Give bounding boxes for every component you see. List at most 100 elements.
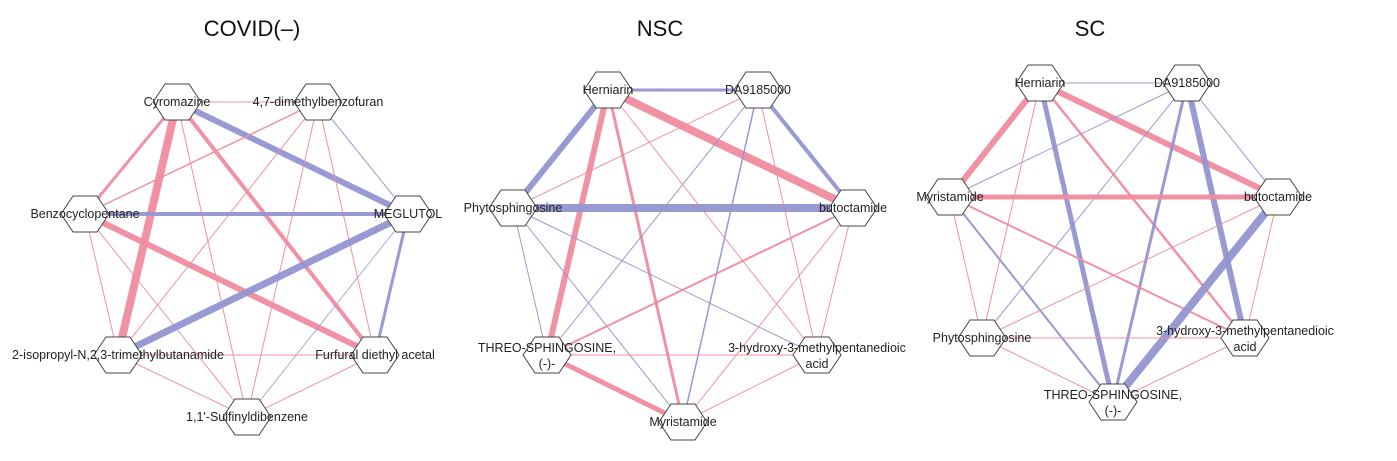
edge-positive [682, 207, 854, 423]
node-label-line: 4,7-dimethylbenzofuran [253, 95, 384, 109]
edge-positive [176, 101, 248, 418]
edge-positive [981, 196, 1279, 339]
node-label-line: 3-hydroxy-3-methylpentanedioic [1156, 324, 1334, 338]
node-label-line: Furfural diethyl acetal [315, 348, 435, 362]
node-hexagon[interactable] [293, 83, 343, 121]
edge-negative [949, 82, 1188, 198]
node-label: Herniarin [1015, 76, 1066, 90]
edges [947, 80, 1282, 405]
node-label: 4,7-dimethylbenzofuran [253, 95, 384, 109]
node-label: Furfural diethyl acetal [315, 348, 435, 362]
edge-positive [682, 354, 818, 423]
edge-positive [546, 207, 854, 356]
edge-positive [545, 352, 685, 425]
node-hexagon[interactable] [1162, 64, 1212, 102]
node-hexagon[interactable] [383, 195, 433, 233]
edge-positive [84, 213, 119, 356]
node-label-line: (-)- [539, 357, 556, 371]
node-label-line: 1,1'-Sulfinyldibenzene [186, 410, 308, 424]
node-label-line: acid [806, 357, 829, 371]
edge-negative [981, 82, 1188, 339]
network-panel-0: Cyromazine 4,7-dimethylbenzofuranBenzocyc… [12, 83, 443, 436]
edge-positive [83, 211, 377, 358]
node-label-line: Myristamide [649, 415, 716, 429]
edge-positive [1038, 80, 1280, 200]
panel-title-covid-negative: COVID(–) [203, 16, 301, 41]
node-label: 1,1'-Sulfinyldibenzene [186, 410, 308, 424]
node-label: butoctamide [819, 201, 887, 215]
node-label-line: (-)- [1105, 404, 1122, 418]
node-label-line: Myristamide [916, 190, 983, 204]
node-hexagon[interactable] [792, 336, 842, 374]
node-hexagon[interactable] [733, 71, 783, 109]
edge-positive [117, 354, 248, 418]
edge-positive [949, 196, 1246, 339]
node-label-line: Herniarin [583, 83, 634, 97]
node-label-line: Phytosphingosine [464, 201, 563, 215]
node-hexagon[interactable] [1088, 383, 1138, 421]
edge-negative [949, 196, 1114, 403]
node-label: Myristamide [649, 415, 716, 429]
edge-negative [1186, 82, 1279, 198]
edge-positive [84, 101, 319, 215]
edge-positive [947, 81, 1043, 199]
edge-negative [756, 88, 855, 210]
edges [510, 86, 855, 425]
node-label-line: 3-hydroxy-3-methylpentanedioic [728, 341, 906, 355]
node-label: 2-isopropyl-N,2,3-trimethylbutanamide [12, 348, 224, 362]
node-label: butoctamide [1244, 190, 1312, 204]
node-label: THREO-SPHINGOSINE,(-)- [1044, 388, 1182, 418]
node-hexagon[interactable] [60, 195, 110, 233]
panel-title-nsc: NSC [636, 16, 684, 41]
node-hexagon[interactable] [488, 189, 538, 227]
edge-positive [607, 89, 818, 356]
edge-negative [1109, 194, 1282, 405]
panel-title-sc: SC [1074, 16, 1106, 41]
edge-positive [757, 89, 818, 356]
edge-negative [317, 101, 409, 215]
node-hexagon[interactable] [957, 319, 1007, 357]
node-label: Phytosphingosine [933, 331, 1032, 345]
node-label-line: Phytosphingosine [933, 331, 1032, 345]
node-hexagon[interactable] [1220, 319, 1270, 357]
node-label: Cyromazine [144, 95, 211, 109]
node-label: DA9185000 [1154, 76, 1220, 90]
edge-positive [317, 101, 376, 356]
node-label-line: Herniarin [1015, 76, 1066, 90]
node-hexagon[interactable] [828, 189, 878, 227]
edge-positive [544, 89, 611, 356]
node-hexagon[interactable] [583, 71, 633, 109]
edge-positive [83, 101, 179, 215]
node-label: Phytosphingosine [464, 201, 563, 215]
node-label: 3-hydroxy-3-methylpentanedioic acid [728, 341, 906, 371]
edge-positive [606, 86, 855, 212]
node-hexagon[interactable] [152, 83, 202, 121]
node-label-line: DA9185000 [1154, 76, 1220, 90]
edge-positive [246, 354, 376, 418]
node-hexagon[interactable] [522, 336, 572, 374]
node-hexagon[interactable] [350, 336, 400, 374]
node-hexagon[interactable] [222, 398, 272, 436]
node-label: Benzocyclopentane [30, 207, 139, 221]
node-hexagon[interactable] [925, 178, 975, 216]
node-label-line: butoctamide [819, 201, 887, 215]
edge-positive [175, 100, 377, 357]
node-label: MEGLUTOL [374, 207, 443, 221]
node-hexagon[interactable] [1253, 178, 1303, 216]
edge-positive [816, 207, 854, 356]
node-label-line: MEGLUTOL [374, 207, 443, 221]
node-hexagon[interactable] [658, 403, 708, 441]
node-hexagon[interactable] [1015, 64, 1065, 102]
node-hexagon[interactable] [93, 336, 143, 374]
node-label-line: DA9185000 [725, 83, 791, 97]
node-label: DA9185000 [725, 83, 791, 97]
edge-positive [246, 101, 319, 418]
edge-positive [949, 196, 983, 339]
edge-negative [512, 207, 818, 356]
edge-negative [1111, 82, 1189, 403]
